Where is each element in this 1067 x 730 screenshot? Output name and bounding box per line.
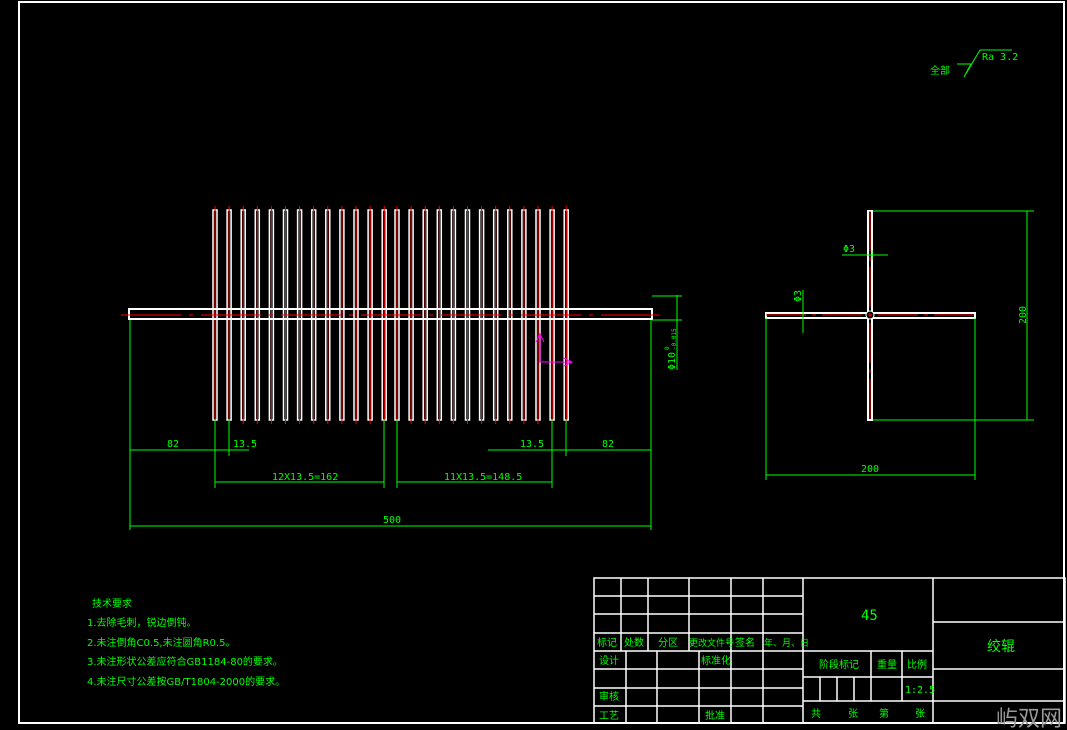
roughness-icon <box>957 49 1012 78</box>
label-sheets: 张 <box>848 708 858 720</box>
dim-side-width: 200 <box>861 464 879 475</box>
material-value: 45 <box>861 608 878 624</box>
dim-diameter: Φ10 0 -0.015 <box>664 328 678 370</box>
part-name: 绞辊 <box>987 638 1015 655</box>
dim-rod-dia-left: Φ3 <box>793 290 804 302</box>
header-date: 年、月、日 <box>764 637 809 649</box>
label-approve: 批准 <box>705 709 725 722</box>
label-weight: 重量 <box>877 658 897 671</box>
dim-chain-right: 11X13.5=148.5 <box>444 472 522 483</box>
side-view: 200 200 Φ3 Φ3 <box>765 210 1034 480</box>
title-block: 标记 处数 分区 更改文件号 签名 年、月、日 设计 标准化 审核 工艺 批准 … <box>593 577 1066 724</box>
tech-item: 4.未注尺寸公差按GB/T1804-2000的要求。 <box>87 675 285 688</box>
front-view: 82 13.5 13.5 82 12X13.5=162 11X13.5=148.… <box>121 206 682 530</box>
header-mark: 标记 <box>597 637 617 649</box>
label-standardization: 标准化 <box>701 654 731 667</box>
watermark: 屿双网 <box>996 707 1062 730</box>
header-zone: 分区 <box>658 637 678 649</box>
dim-chain-left: 12X13.5=162 <box>272 472 338 483</box>
surface-roughness-symbol: 全部 Ra 3.2 <box>930 49 1018 78</box>
technical-requirements: 技术要求 1.去除毛刺，锐边倒钝。 2.未注倒角C0.5,未注圆角R0.5。 3… <box>87 597 285 688</box>
side-dimension-lines <box>765 210 1034 480</box>
dim-pitch-left: 13.5 <box>233 439 257 450</box>
label-total: 共 <box>811 708 821 720</box>
svg-text:Φ10: Φ10 <box>667 352 678 370</box>
scale-value: 1:2.5 <box>905 685 935 696</box>
roughness-prefix: 全部 <box>930 64 950 77</box>
header-change-doc: 更改文件号 <box>689 637 734 649</box>
label-sheet-no: 第 <box>879 707 889 720</box>
dim-side-height: 200 <box>1018 306 1029 324</box>
ucs-icon <box>535 332 574 367</box>
tech-item: 3.未注形状公差应符合GB1184-80的要求。 <box>87 655 283 668</box>
drawing-frame <box>18 1 1065 724</box>
header-signature: 签名 <box>735 636 755 649</box>
svg-text:0: 0 <box>664 346 671 350</box>
label-scale: 比例 <box>907 658 927 671</box>
dim-right-end: 82 <box>602 439 614 450</box>
tech-item: 1.去除毛刺，锐边倒钝。 <box>87 616 197 629</box>
front-dimension-lines <box>129 295 682 530</box>
label-process: 工艺 <box>599 710 619 722</box>
label-design: 设计 <box>599 654 619 667</box>
dim-pitch-right: 13.5 <box>520 439 544 450</box>
roughness-value: Ra 3.2 <box>982 52 1018 63</box>
label-stage-mark: 阶段标记 <box>819 658 859 671</box>
tech-title: 技术要求 <box>92 597 132 610</box>
dim-left-end: 82 <box>167 439 179 450</box>
svg-text:-0.015: -0.015 <box>671 328 678 350</box>
shaft <box>128 308 653 320</box>
dim-overall: 500 <box>383 515 401 526</box>
header-count: 处数 <box>624 636 644 649</box>
dim-rod-dia-top: Φ3 <box>843 244 855 255</box>
tech-item: 2.未注倒角C0.5,未注圆角R0.5。 <box>87 636 235 649</box>
label-review: 审核 <box>599 690 619 703</box>
label-sheets: 张 <box>915 708 925 720</box>
